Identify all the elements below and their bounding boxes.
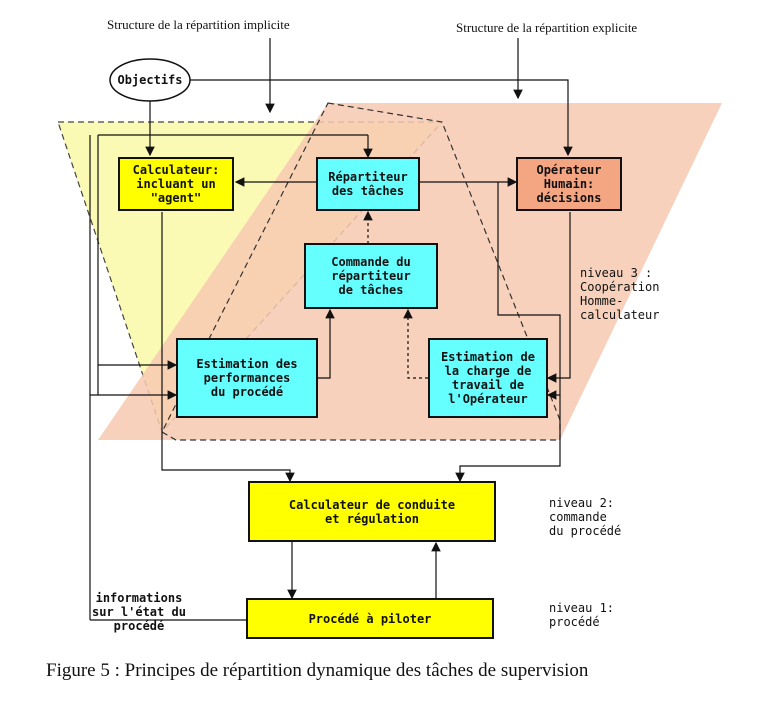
calculateur-conduite-box: Calculateur de conduite et régulation [248,481,496,542]
operateur-box: Opérateur Humain: décisions [516,157,622,211]
commande-repartiteur-box: Commande du répartiteur de tâches [304,243,438,309]
explicit-structure-label: Structure de la répartition explicite [456,20,638,35]
implicit-structure-label: Structure de la répartition implicite [107,17,290,32]
estimation-performances-box: Estimation des performances du procédé [176,338,318,418]
repartiteur-box: Répartiteur des tâches [316,157,420,211]
estimation-charge-box: Estimation de la charge de travail de l'… [428,338,548,418]
operateur-to-conduite [455,395,561,483]
objectifs-to-operateur [190,79,573,157]
operateur-loop [497,182,561,400]
charge-to-commande [403,308,428,379]
niveau1-label: niveau 1: procédé [549,601,615,629]
operateur-down-right [546,212,571,383]
calculateur-agent-box: Calculateur: incluant un "agent" [118,157,234,211]
figure-caption: Figure 5 : Principes de répartition dyna… [46,660,589,681]
perf-to-commande [318,308,335,379]
informations-label: informations sur l'état du procédé [92,591,186,633]
niveau3-label: niveau 3 : Coopération Homme- calculateu… [580,266,660,322]
objectifs-label: Objectifs [117,73,183,87]
calculateur-to-conduite [161,212,295,483]
niveau2-label: niveau 2: commande du procédé [549,496,622,538]
dashed-outline [161,102,561,441]
procede-box: Procédé à piloter [246,598,494,639]
